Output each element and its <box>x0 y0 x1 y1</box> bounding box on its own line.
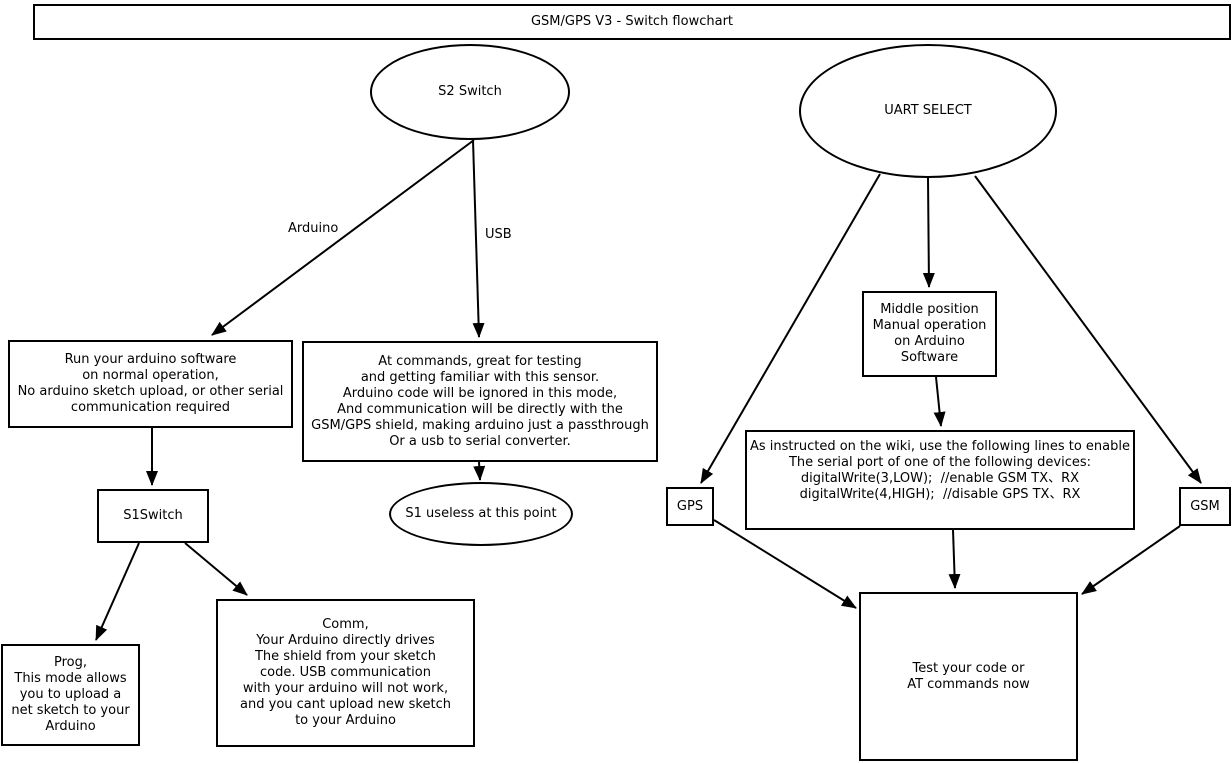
edge-s1switch-to-prog <box>95 542 140 641</box>
node-gsm: GSM <box>1179 487 1231 526</box>
node-uart-select: UART SELECT <box>799 44 1057 178</box>
node-test: Test your code or AT commands now <box>859 592 1078 761</box>
edge-s2switch-to-atcommands <box>472 139 485 338</box>
edge-gsm-to-test <box>1081 525 1181 595</box>
edge-label-arduino: Arduino <box>288 221 339 236</box>
edge-uart-to-middle <box>922 177 935 288</box>
edge-middle-to-wiki <box>933 376 946 427</box>
edge-wiki-to-test <box>948 529 961 589</box>
node-s1-switch: S1Switch <box>97 489 209 543</box>
node-wiki-instructions: As instructed on the wiki, use the follo… <box>745 430 1135 530</box>
diagram-title: GSM/GPS V3 - Switch flowchart <box>530 14 734 29</box>
node-prog: Prog, This mode allows you to upload a n… <box>1 644 140 746</box>
edge-atcommands-to-s1useless <box>473 461 486 481</box>
node-run-normal: Run your arduino software on normal oper… <box>8 340 293 428</box>
diagram-title-banner: GSM/GPS V3 - Switch flowchart <box>33 4 1231 40</box>
node-s1-useless: S1 useless at this point <box>389 482 573 546</box>
node-comm: Comm, Your Arduino directly drives The s… <box>216 599 475 747</box>
edge-s2switch-to-run <box>211 139 475 336</box>
edge-s1switch-to-comm <box>184 542 248 596</box>
node-at-commands: At commands, great for testing and getti… <box>302 341 658 462</box>
node-middle-position: Middle position Manual operation on Ardu… <box>862 291 997 377</box>
edge-gps-to-test <box>713 519 857 609</box>
node-gps: GPS <box>666 487 714 526</box>
edge-label-usb: USB <box>485 227 512 242</box>
node-s2-switch: S2 Switch <box>370 44 570 140</box>
